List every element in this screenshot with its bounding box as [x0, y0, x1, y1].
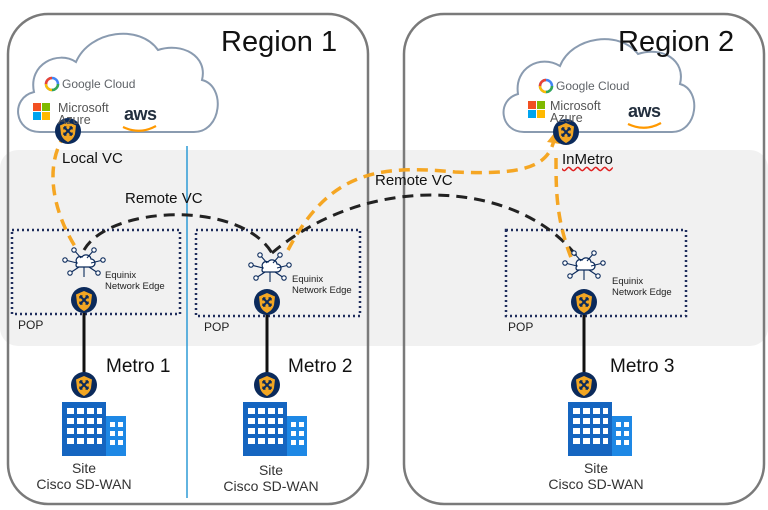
region-1-frame — [6, 12, 370, 506]
cross-region-vc-path — [286, 139, 556, 251]
inmetro-label: InMetro — [562, 151, 613, 168]
pop-label-2: POP — [204, 320, 230, 334]
router-icon — [70, 286, 98, 314]
equinix-line: Equinix — [612, 276, 644, 287]
region-2-frame — [402, 12, 766, 506]
local-vc-path — [51, 131, 78, 249]
inmetro-text: InMetro — [562, 151, 613, 168]
metro-2-label: Metro 2 — [288, 356, 353, 377]
microsoft-label: Microsoft — [58, 101, 109, 115]
site-label-2: Site Cisco SD-WAN — [216, 462, 326, 494]
microsoft-logo-icon — [528, 101, 545, 118]
router-icon — [70, 371, 98, 399]
cloud-region-2 — [502, 38, 696, 133]
pop-box-3 — [504, 228, 688, 318]
building-icon — [243, 402, 307, 456]
aws-label: aws — [628, 101, 661, 121]
google-cloud-logo-icon — [44, 76, 60, 92]
google-cloud-label: Google Cloud — [556, 79, 630, 93]
aws-smile-icon — [122, 125, 157, 132]
network-edge-line: Network Edge — [105, 281, 165, 292]
remote-vc-label-1: Remote VC — [125, 190, 203, 207]
remote-vc-path-1 — [82, 213, 274, 254]
pop-label-3: POP — [508, 320, 534, 334]
pop-label-1: POP — [18, 318, 44, 332]
google-cloud-label: Google Cloud — [62, 77, 136, 91]
router-icon — [253, 371, 281, 399]
aws-smile-icon — [627, 122, 662, 129]
equinix-label-3: Equinix Network Edge — [612, 276, 672, 298]
equinix-label-1: Equinix Network Edge — [105, 270, 165, 292]
azure-label: Azure — [550, 111, 583, 125]
site-name: Site — [583, 460, 609, 476]
remote-vc-path-2 — [271, 193, 580, 259]
inmetro-vc-path — [554, 157, 574, 261]
pop-box-2 — [194, 228, 362, 318]
site-label-1: Site Cisco SD-WAN — [34, 460, 134, 492]
equinix-line: Equinix — [292, 274, 324, 285]
equinix-line: Equinix — [105, 270, 137, 281]
azure-label: Azure — [58, 113, 91, 127]
site-type: Cisco SD-WAN — [223, 478, 319, 494]
cloud-region-1 — [17, 32, 219, 133]
local-vc-label: Local VC — [62, 150, 123, 167]
microsoft-label: Microsoft — [550, 99, 601, 113]
site-label-3: Site Cisco SD-WAN — [541, 460, 651, 492]
site-name: Site — [258, 462, 284, 478]
remote-vc-label-2: Remote VC — [375, 172, 453, 189]
region-1-title: Region 1 — [221, 26, 338, 58]
equinix-label-2: Equinix Network Edge — [292, 274, 352, 296]
microsoft-logo-icon — [33, 103, 50, 120]
network-edge-line: Network Edge — [612, 287, 672, 298]
region-2-title: Region 2 — [618, 26, 735, 58]
aws-label: aws — [124, 104, 157, 124]
router-icon — [253, 288, 281, 316]
building-icon — [568, 402, 632, 456]
pop-box-1 — [10, 228, 182, 316]
google-cloud-logo-icon — [538, 78, 554, 94]
network-edge-line: Network Edge — [292, 285, 352, 296]
site-name: Site — [71, 460, 97, 476]
metro-1-label: Metro 1 — [106, 356, 171, 377]
site-type: Cisco SD-WAN — [36, 476, 132, 492]
site-type: Cisco SD-WAN — [548, 476, 644, 492]
building-icon — [62, 402, 126, 456]
router-icon — [570, 371, 598, 399]
router-icon — [570, 288, 598, 316]
metro-3-label: Metro 3 — [610, 356, 675, 377]
